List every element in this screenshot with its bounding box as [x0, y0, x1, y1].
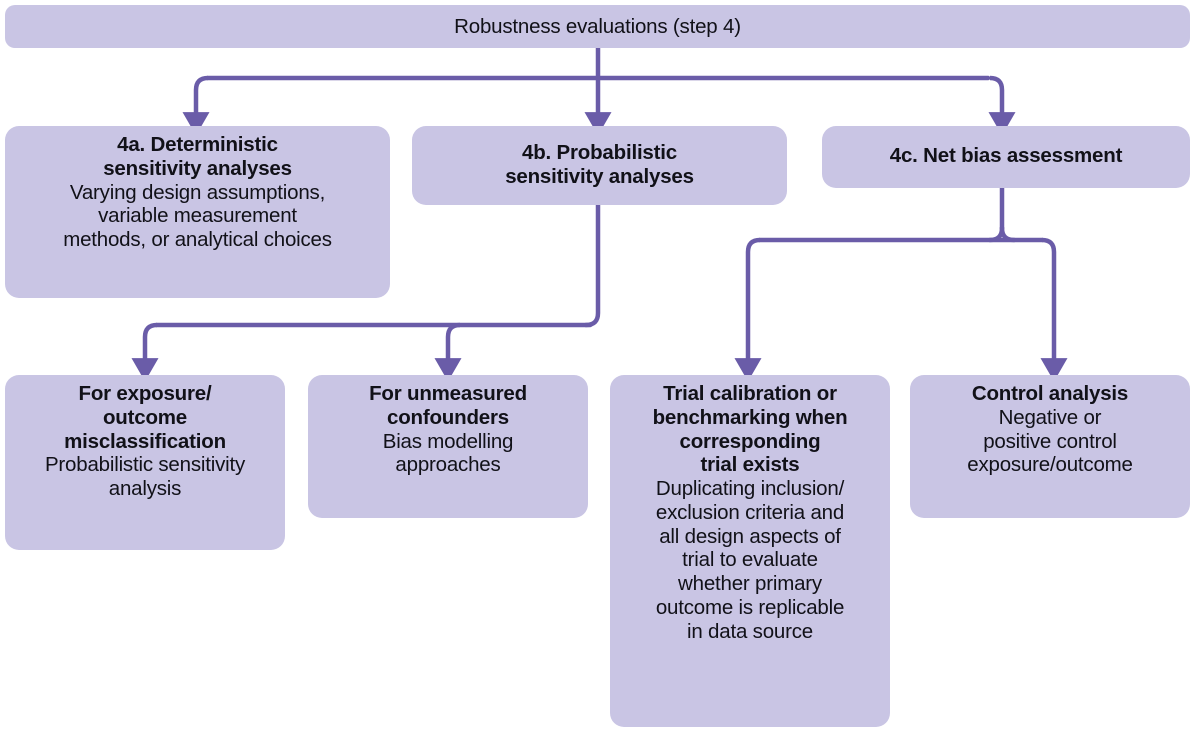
node-4c-title: 4c. Net bias assessment	[889, 144, 1123, 168]
node-4a-description: Varying design assumptions, variable mea…	[63, 180, 332, 252]
node-for-exposure-outcome-misclassification[interactable]: For exposure/ outcome misclassification …	[5, 375, 285, 550]
node-header[interactable]: Robustness evaluations (step 4)	[5, 5, 1190, 48]
node-4b-probabilistic-sensitivity-analyses[interactable]: 4b. Probabilistic sensitivity analyses	[412, 126, 787, 205]
edge-to-misclassification	[131, 322, 159, 382]
node-4c-net-bias-assessment[interactable]: 4c. Net bias assessment	[822, 126, 1190, 188]
node-4a-deterministic-sensitivity-analyses[interactable]: 4a. Deterministic sensitivity analyses V…	[5, 126, 390, 298]
edge-4c-bus-right-corner	[999, 225, 1017, 243]
node-4a-title: 4a. Deterministic sensitivity analyses	[103, 133, 292, 180]
node-misclassification-description: Probabilistic sensitivity analysis	[44, 453, 246, 501]
edge-4b-stem	[583, 202, 601, 328]
node-control-analysis[interactable]: Control analysis Negative or positive co…	[910, 375, 1190, 518]
edge-to-confounders	[434, 322, 462, 382]
node-trial-calibration-title: Trial calibration or benchmarking when c…	[652, 382, 848, 477]
node-confounders-title: For unmeasured confounders	[369, 382, 527, 429]
node-4b-title: 4b. Probabilistic sensitivity analyses	[505, 140, 694, 188]
node-control-analysis-title: Control analysis	[971, 382, 1129, 405]
edge-to-trial-calibration	[734, 237, 762, 382]
node-control-analysis-description: Negative or positive control exposure/ou…	[967, 405, 1133, 477]
node-trial-calibration-description: Duplicating inclusion/ exclusion criteri…	[655, 477, 845, 643]
edge-4c-bus-left-corner	[987, 225, 1005, 243]
node-confounders-description: Bias modelling approaches	[382, 429, 514, 477]
node-header-title: Robustness evaluations (step 4)	[454, 14, 741, 38]
node-misclassification-title: For exposure/ outcome misclassification	[64, 382, 226, 453]
edge-to-4c	[988, 75, 1016, 136]
node-for-unmeasured-confounders[interactable]: For unmeasured confounders Bias modellin…	[308, 375, 588, 518]
edge-to-4a	[182, 75, 210, 136]
node-trial-calibration-or-benchmarking[interactable]: Trial calibration or benchmarking when c…	[610, 375, 890, 727]
edge-to-control-analysis	[1040, 237, 1068, 382]
